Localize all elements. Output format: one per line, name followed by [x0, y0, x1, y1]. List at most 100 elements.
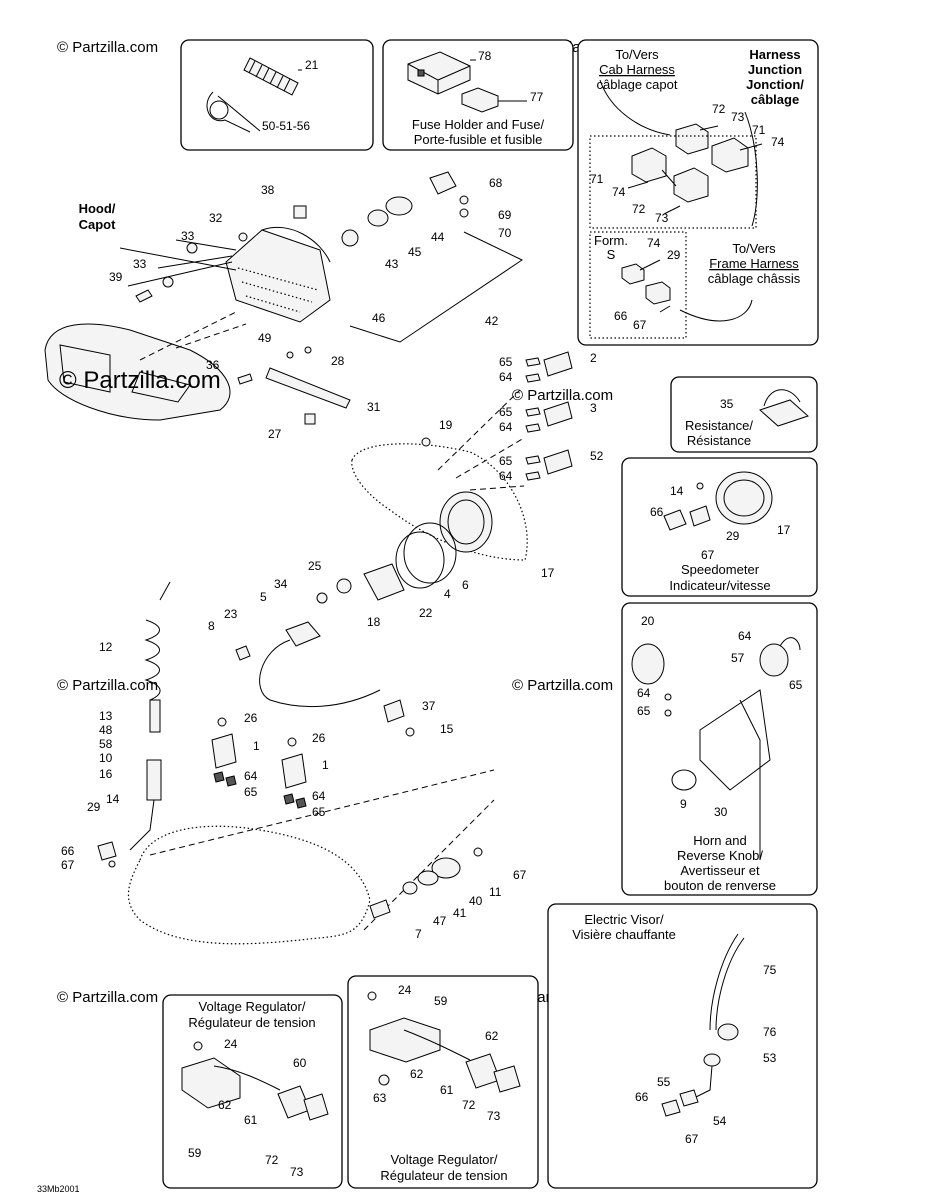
label-electric-visor: Electric Visor/ — [584, 912, 664, 927]
watermarks: © Partzilla.com © Partzilla.com © Partzi… — [57, 39, 613, 1006]
callout-26: 26 — [244, 711, 258, 725]
callout-6: 6 — [462, 578, 469, 592]
callout-73: 73 — [487, 1109, 501, 1123]
box-labels: Fuse Holder and Fuse/ Porte-fusible et f… — [37, 47, 804, 1194]
diagram-code: 33Mb2001 — [37, 1184, 80, 1194]
callout-73: 73 — [731, 110, 745, 124]
callout-76: 76 — [763, 1025, 777, 1039]
callout-68: 68 — [489, 176, 503, 190]
callout-64: 64 — [499, 469, 513, 483]
callout-74: 74 — [647, 236, 661, 250]
label-cablage: câblage — [751, 92, 799, 107]
callout-24: 24 — [398, 983, 412, 997]
callout-65: 65 — [244, 785, 258, 799]
callout-65: 65 — [312, 805, 326, 819]
watermark: © Partzilla.com — [512, 677, 613, 694]
label-form-s: S — [607, 247, 616, 262]
label-avertisseur: Avertisseur et — [680, 863, 760, 878]
label-harness: Harness — [749, 47, 800, 62]
callout-2: 2 — [590, 351, 597, 365]
callout-48: 48 — [99, 723, 113, 737]
harness-dotted-frame — [589, 135, 757, 229]
callout-47: 47 — [433, 914, 447, 928]
callout-28: 28 — [331, 354, 345, 368]
callout-36: 36 — [206, 358, 220, 372]
callout-73: 73 — [290, 1165, 304, 1179]
callout-71: 71 — [590, 172, 604, 186]
tie-wrap — [206, 91, 261, 133]
callout-67: 67 — [633, 318, 647, 332]
label-vreg-a: Voltage Regulator/ — [199, 999, 306, 1014]
label-vreg-b: Voltage Regulator/ — [391, 1152, 498, 1167]
callout-8: 8 — [208, 619, 215, 633]
callout-64: 64 — [499, 420, 513, 434]
label-hood: Hood/ — [79, 201, 116, 216]
speedometer-main — [316, 491, 493, 604]
callout-75: 75 — [763, 963, 777, 977]
fuse-holder — [407, 51, 476, 95]
callout-60: 60 — [293, 1056, 307, 1070]
callout-29: 29 — [726, 529, 740, 543]
label-horn: Horn and — [693, 833, 746, 848]
callout-19: 19 — [439, 418, 453, 432]
callout-35: 35 — [720, 397, 734, 411]
callout-42: 42 — [485, 314, 499, 328]
callout-64: 64 — [637, 686, 651, 700]
callout-11: 11 — [489, 885, 502, 899]
callout-40: 40 — [469, 894, 483, 908]
label-resistance-fr: Résistance — [687, 433, 751, 448]
label-fuse-holder: Fuse Holder and Fuse/ — [412, 117, 545, 132]
callout-7: 7 — [415, 927, 422, 941]
voltage-regulator-b-part — [367, 991, 521, 1093]
callout-14: 14 — [670, 484, 684, 498]
callout-13: 13 — [99, 709, 113, 723]
callout-4: 4 — [444, 587, 451, 601]
watermark: © Partzilla.com — [57, 39, 158, 56]
switch-buttons — [421, 351, 573, 481]
label-cab-harness: Cab Harness — [599, 62, 675, 77]
callout-1: 1 — [322, 758, 329, 772]
callout-57: 57 — [731, 651, 745, 665]
callout-61: 61 — [244, 1113, 258, 1127]
callout-64: 64 — [244, 769, 258, 783]
callout-62: 62 — [485, 1029, 499, 1043]
callout-38: 38 — [261, 183, 275, 197]
callout-72: 72 — [462, 1098, 476, 1112]
fuse — [461, 87, 527, 113]
callout-18: 18 — [367, 615, 381, 629]
switch-dash-lines — [437, 389, 525, 491]
callout-59: 59 — [188, 1146, 202, 1160]
callout-58: 58 — [99, 737, 113, 751]
ignition-parts — [369, 847, 483, 919]
callout-50-51-56: 50-51-56 — [262, 119, 310, 133]
callout-45: 45 — [408, 245, 422, 259]
box-clamp — [180, 39, 374, 151]
callout-74: 74 — [612, 185, 626, 199]
callout-65: 65 — [789, 678, 803, 692]
brake-light-switch — [383, 699, 415, 737]
callout-44: 44 — [431, 230, 445, 244]
callout-41: 41 — [453, 906, 467, 920]
harness-connectors — [599, 79, 763, 322]
label-vreg-a-fr: Régulateur de tension — [188, 1015, 315, 1030]
callout-24: 24 — [224, 1037, 238, 1051]
callout-59: 59 — [434, 994, 448, 1008]
hood-leader-lines — [119, 239, 237, 287]
callout-21: 21 — [305, 58, 319, 72]
box-voltage-regulator-a — [162, 994, 343, 1189]
callout-33: 33 — [181, 229, 195, 243]
watermark: © Partzilla.com — [57, 989, 158, 1006]
callout-62: 62 — [218, 1098, 232, 1112]
callout-25: 25 — [308, 559, 322, 573]
callout-32: 32 — [209, 211, 223, 225]
callout-15: 15 — [440, 722, 454, 736]
callout-66: 66 — [650, 505, 664, 519]
headlight-assembly — [225, 205, 331, 323]
callout-65: 65 — [499, 355, 513, 369]
callout-72: 72 — [632, 202, 646, 216]
resistance-part — [759, 389, 809, 427]
horn-box-parts — [631, 637, 801, 860]
hood-panel — [44, 323, 231, 421]
watermark: © Partzilla.com — [57, 677, 158, 694]
callout-77: 77 — [530, 90, 544, 104]
